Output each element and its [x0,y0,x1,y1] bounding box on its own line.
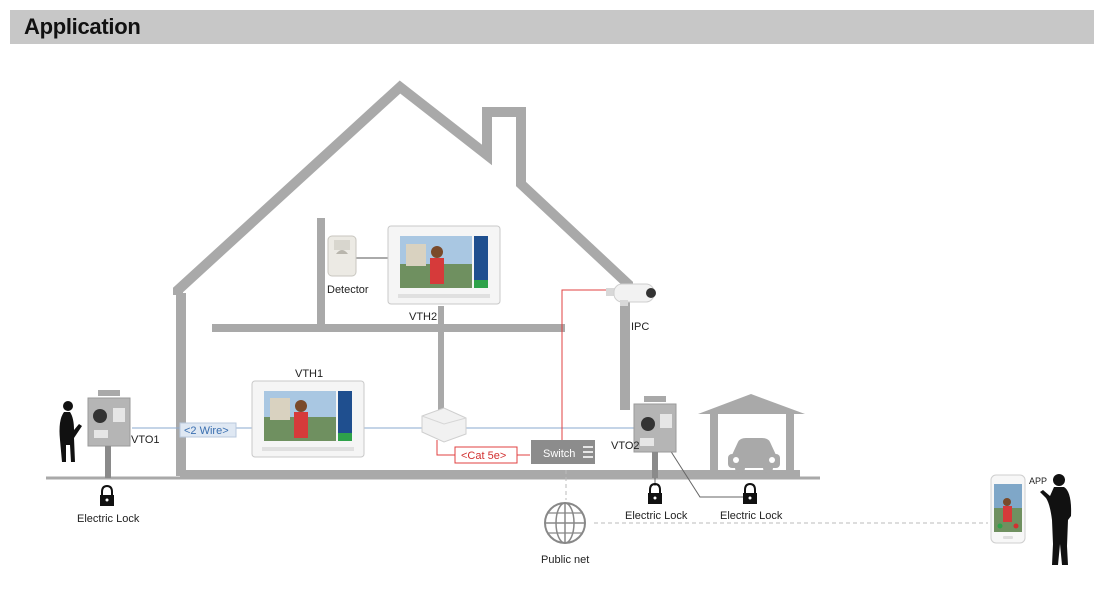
globe-icon [544,502,586,544]
vto2-label: VTO2 [611,440,640,452]
cat5e-tag [454,446,518,464]
ground-slab [180,470,800,478]
public-net-label: Public net [541,554,589,566]
electric-lock-1-label: Electric Lock [77,513,140,525]
lock-icon-3 [743,482,757,504]
person-silhouette-right [1040,474,1072,565]
detector-label: Detector [327,284,369,296]
vth2-monitor [387,225,501,305]
car-icon [728,438,780,473]
garage [698,394,805,478]
vth2-label: VTH2 [409,311,437,323]
house-outline [173,80,633,295]
vto1-label: VTO1 [131,434,160,446]
two-wire-label: <2 Wire> [184,425,229,437]
cat5e-label: <Cat 5e> [461,450,506,462]
smartphone-icon [990,474,1026,544]
two-wire-tag [179,422,237,438]
vto1-outdoor-station [87,390,131,478]
app-label: APP [1029,476,1047,486]
lock-icon-1 [100,484,114,506]
red-wire-ipc [561,289,612,440]
splitter [421,407,467,443]
vth1-label: VTH1 [295,368,323,380]
ipc-camera [606,283,656,306]
lock-icon-2 [648,482,662,504]
person-silhouette-left [59,401,82,462]
electric-lock-2-label: Electric Lock [625,510,688,522]
network-switch [531,440,595,464]
ipc-label: IPC [631,321,649,333]
section-title: Application [24,14,141,39]
detector [327,235,357,277]
vto2-outdoor-station [633,396,677,478]
vth1-monitor [251,380,365,458]
lock-wire-vto2 [669,449,745,498]
section-header: Application [10,10,1094,44]
switch-label: Switch [543,448,575,460]
electric-lock-3-label: Electric Lock [720,510,783,522]
